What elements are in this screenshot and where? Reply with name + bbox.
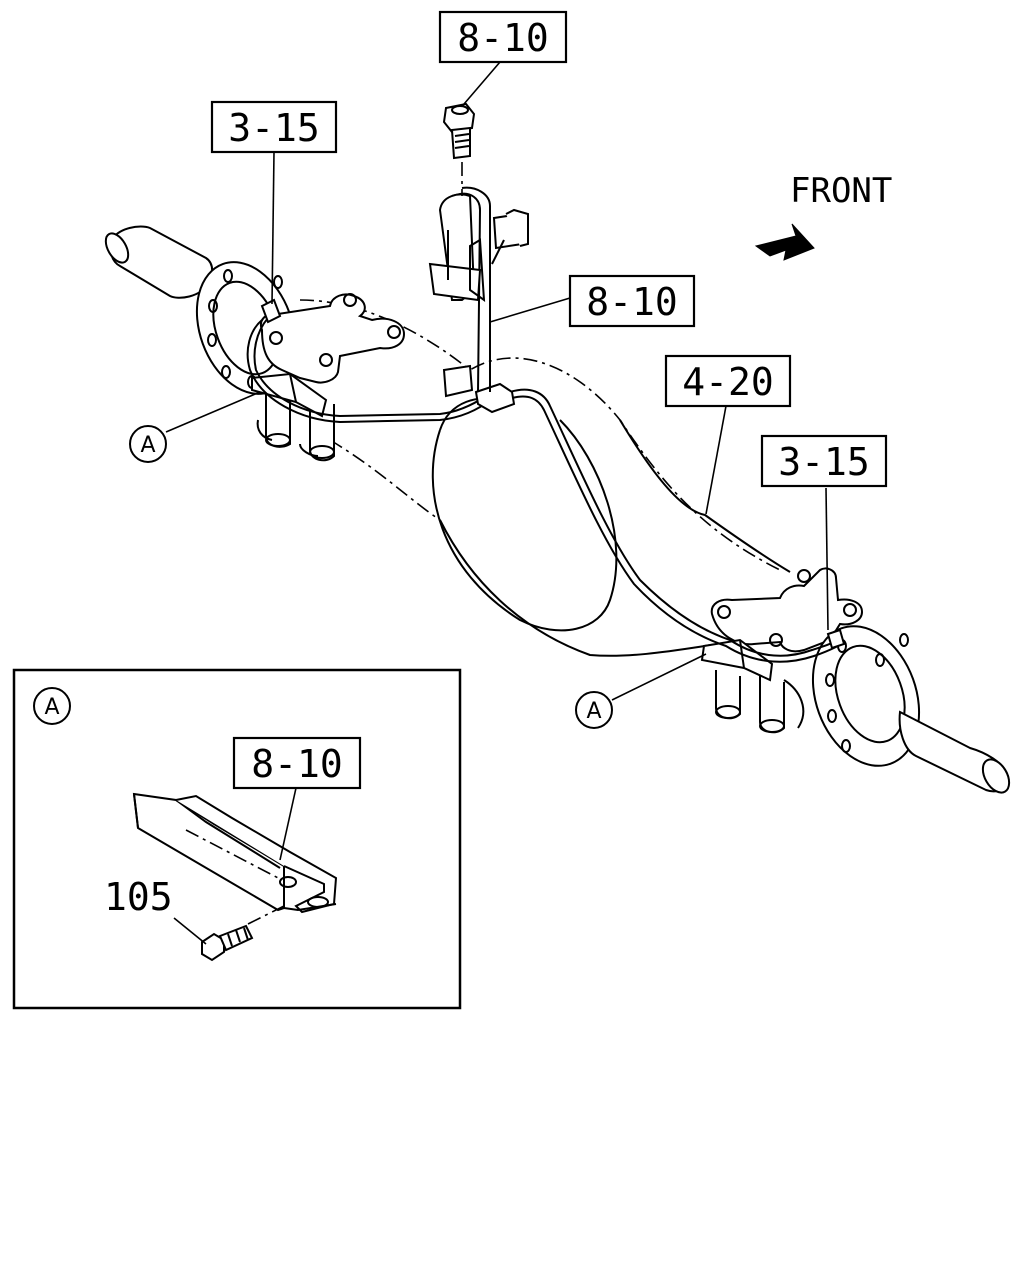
front-direction-indicator: FRONT <box>754 171 892 261</box>
top-bolt <box>442 102 476 160</box>
right-hub-bolt-holes <box>825 633 909 753</box>
callout-detail-bolt-text: 105 <box>104 875 173 919</box>
callout-hose: 8-10 <box>568 274 696 328</box>
callout-detail-bolt: 105 <box>104 875 173 919</box>
inset-title-text: A <box>44 695 59 720</box>
callout-top-bolt: 8-10 <box>438 10 568 64</box>
detail-marker-left: A <box>129 425 167 463</box>
callout-hose-text: 8-10 <box>586 280 678 324</box>
callout-left-hub-text: 3-15 <box>228 106 320 150</box>
left-hub <box>104 225 406 462</box>
callout-axle: 4-20 <box>664 354 792 408</box>
detail-marker-left-text: A <box>140 433 155 458</box>
callout-left-hub: 3-15 <box>210 100 338 154</box>
front-label: FRONT <box>790 171 892 211</box>
brake-pipe <box>246 162 846 663</box>
inset-title-marker: A <box>33 687 71 725</box>
callout-detail-bracket: 8-10 <box>232 736 362 790</box>
inset-bolt <box>201 924 254 962</box>
leader-lines <box>165 61 829 701</box>
callout-right-hub: 3-15 <box>760 434 888 488</box>
callout-detail-bracket-text: 8-10 <box>251 742 343 786</box>
callout-right-hub-text: 3-15 <box>778 440 870 484</box>
detail-marker-right-text: A <box>586 699 601 724</box>
front-arrow-icon <box>754 223 815 261</box>
inset-bracket <box>132 792 338 914</box>
callout-axle-text: 4-20 <box>682 360 774 404</box>
detail-inset: A 8-10 105 <box>12 668 462 1010</box>
detail-marker-right: A <box>575 691 613 729</box>
right-hub <box>700 567 1011 794</box>
callout-top-bolt-text: 8-10 <box>457 16 549 60</box>
